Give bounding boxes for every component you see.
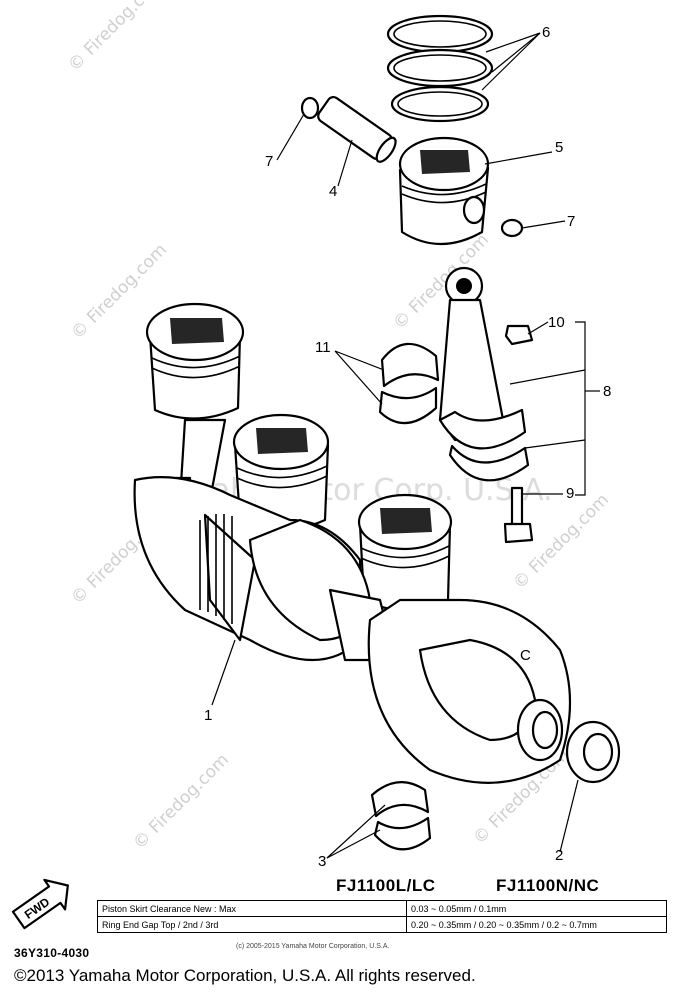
circlip-right: [500, 218, 524, 238]
model-right: FJ1100N/NC: [496, 876, 600, 895]
callout-2: 2: [555, 847, 563, 864]
small-copyright: (c) 2005-2015 Yamaha Motor Corporation, …: [236, 943, 390, 950]
piston-top: [398, 136, 490, 246]
callout-6: 6: [542, 24, 550, 41]
callout-8: 8: [603, 383, 611, 400]
oil-seal: [565, 720, 621, 784]
spec-value: 0.20 ~ 0.35mm / 0.20 ~ 0.35mm / 0.2 ~ 0.…: [406, 916, 667, 933]
fwd-arrow-icon: FWD: [11, 878, 69, 930]
piston-pin: [317, 95, 397, 163]
leader-lines: [211, 32, 600, 859]
circlip-top: [300, 96, 320, 120]
table-row: Piston Skirt Clearance New : Max 0.03 ~ …: [97, 900, 667, 917]
watermark-1: © Firedog.com: [64, 0, 168, 76]
callout-10: 10: [548, 314, 565, 331]
spec-label: Ring End Gap Top / 2nd / 3rd: [97, 916, 407, 933]
callout-9: 9: [566, 485, 574, 502]
callout-11: 11: [315, 339, 331, 356]
callout-4: 4: [329, 183, 337, 200]
piston-left: [145, 302, 245, 530]
callout-5: 5: [555, 139, 563, 156]
conrod-bolt: [503, 486, 534, 544]
table-row: Ring End Gap Top / 2nd / 3rd 0.20 ~ 0.35…: [97, 916, 667, 933]
piston-rings: [386, 14, 494, 123]
spec-table: Piston Skirt Clearance New : Max 0.03 ~ …: [97, 900, 667, 933]
footer-copyright: ©2013 Yamaha Motor Corporation, U.S.A. A…: [14, 966, 476, 985]
callout-3: 3: [318, 853, 326, 870]
conrod-nut: [504, 324, 534, 346]
main-bearings: [370, 781, 432, 851]
spec-value: 0.03 ~ 0.05mm / 0.1mm: [406, 900, 667, 917]
crankshaft: [133, 476, 572, 784]
connecting-rod: [438, 266, 530, 482]
callout-7-top: 7: [265, 153, 273, 170]
crank-letter: C: [520, 647, 531, 664]
part-code: 36Y310-4030: [14, 946, 90, 960]
spec-label: Piston Skirt Clearance New : Max: [97, 900, 407, 917]
callout-1: 1: [204, 707, 212, 724]
model-left: FJ1100L/LC: [336, 876, 436, 895]
callout-numbers: 6 5 7 4 7 10 11 8 9 1 2 3 C: [204, 24, 611, 870]
piston-right: [357, 493, 453, 612]
watermark-6: © Firedog.com: [129, 750, 233, 854]
callout-7-right: 7: [567, 213, 575, 230]
model-titles: FJ1100L/LC FJ1100N/NC: [336, 876, 666, 900]
conrod-bearings: [378, 342, 440, 425]
